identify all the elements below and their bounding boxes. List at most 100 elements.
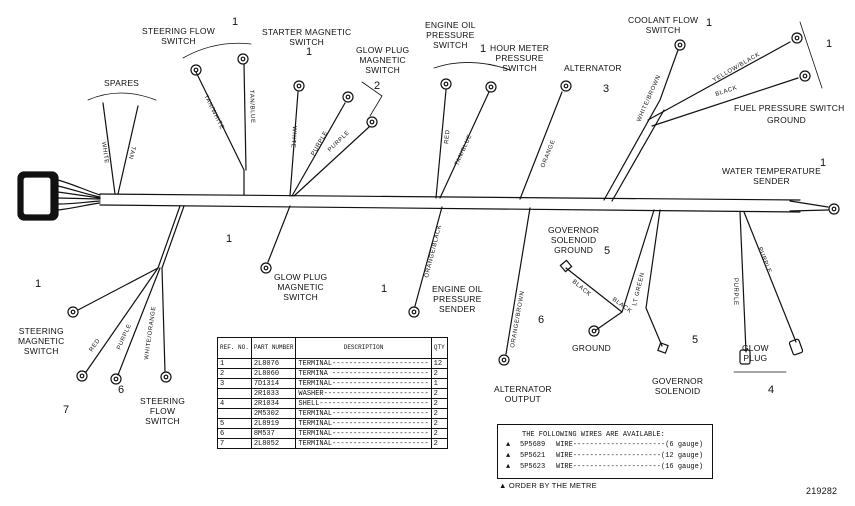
wire-label-purple-e: PURPLE: [116, 323, 133, 351]
cell-qty: 1: [430, 378, 449, 389]
main-trunk-top: [99, 193, 801, 201]
callout-alternator: 3: [603, 83, 610, 95]
callout-steering-flow-bottom-a: 6: [118, 384, 125, 396]
cell-part: 2R1033: [250, 388, 297, 399]
wire-lower-1: [77, 267, 159, 311]
wire-row-text: WIRE---------------------(12 gauge): [556, 452, 704, 460]
wire-label-orange: ORANGE: [540, 139, 557, 169]
wire-row-part: 5P5689: [520, 441, 546, 449]
cell-qty: 2: [430, 408, 449, 419]
cell-part: 2R1034: [250, 398, 297, 409]
cell-part: 2M5302: [250, 408, 297, 419]
label-alternator-top: ALTERNATOR: [564, 63, 622, 73]
wire-tan-blue-b: [439, 91, 490, 199]
wire-row-mark: ▲: [506, 452, 511, 460]
label-hour-meter-pressure-switch: HOUR METER PRESSURE SWITCH: [490, 43, 550, 73]
wire-row-text: WIRE---------------------(16 gauge): [556, 463, 704, 471]
label-spares: SPARES: [104, 78, 140, 88]
wire-label-red: RED: [444, 129, 451, 144]
drawing-number: 219282: [806, 486, 838, 496]
cell-desc: SHELL--------------------------: [295, 398, 432, 409]
spare-wire-white: [102, 102, 116, 195]
wire-row-mark: ▲: [506, 441, 511, 449]
cell-part: 7D1314: [250, 378, 297, 389]
cell-qty: 2: [430, 368, 449, 379]
wire-orange-brown: [505, 207, 531, 355]
callout-fuel: 1: [826, 38, 833, 50]
label-steering-magnetic-switch: STEERING MAGNETIC SWITCH: [18, 326, 65, 356]
callout-steering-flow-bottom-b: 7: [63, 404, 70, 416]
cell-desc: TERMINAL-----------------------: [295, 428, 432, 439]
cell-desc: TERMINAL-----------------------: [295, 418, 432, 429]
label-engine-oil-pressure-switch: ENGINE OIL PRESSURE SWITCH: [425, 20, 476, 50]
wire-label-purple-d: PURPLE: [756, 247, 772, 275]
callout-gov-ground: 5: [604, 245, 611, 257]
label-fuel-pressure-switch: FUEL PRESSURE SWITCH: [734, 103, 845, 113]
wire-orange: [519, 91, 563, 200]
wire-yellow-black: [647, 41, 791, 121]
callout-steering-flow: 1: [232, 16, 239, 28]
cell-desc: TERMINA -----------------------: [295, 368, 432, 379]
wire-label-lt-green: LT GREEN: [632, 272, 646, 307]
cell-qty: 2: [430, 428, 449, 439]
wire-lower-2: [85, 267, 159, 373]
wire-label-tan-blue-b: TAN/BLUE: [454, 134, 473, 167]
callout-glow-bottom: 1: [226, 233, 233, 245]
label-water-temperature-sender: WATER TEMPERATURE SENDER: [722, 166, 821, 186]
callout-ground-mid: 6: [538, 314, 545, 326]
wire-label-black-a: BLACK: [571, 279, 592, 298]
spare-wire-tan: [117, 105, 139, 195]
cell-part: 8M537: [250, 428, 297, 439]
callout-starter: 1: [306, 46, 313, 58]
wire-black-a: [595, 209, 655, 331]
label-starter-magnetic-switch: STARTER MAGNETIC SWITCH: [262, 27, 352, 47]
wire-label-white-brown: WHITE/BROWN: [636, 74, 662, 123]
cell-part: 2L8076: [250, 358, 297, 369]
parts-table-header: REF. NO. PART NUMBER DESCRIPTION QTY: [217, 337, 449, 359]
label-governor-solenoid-ground: GOVERNOR SOLENOID GROUND: [548, 225, 600, 255]
wire-lower-4: [161, 267, 166, 373]
wire-label-tan-spare: TAN: [127, 146, 136, 160]
cell-desc: WASHER-------------------------: [295, 388, 432, 399]
wires-available-title: THE FOLLOWING WIRES ARE AVAILABLE:: [522, 431, 665, 439]
cell-desc: TERMINAL-----------------------: [295, 358, 432, 369]
wire-label-tan-blue: TAN/BLUE: [248, 90, 255, 124]
wire-lower-3: [117, 267, 161, 376]
wire-purple-1: [291, 102, 346, 197]
callout-water-temp: 1: [820, 157, 827, 169]
wire-red: [435, 89, 447, 199]
connector-fanout: [57, 179, 101, 211]
col-ref: REF. NO.: [217, 337, 252, 359]
wire-purple-2: [293, 126, 370, 197]
wire-label-purple-c: PURPLE: [732, 278, 738, 306]
cell-qty: 12: [430, 358, 449, 369]
wire-purple-glow-2: [743, 211, 797, 343]
wire-row-text: WIRE----------------------(6 gauge): [556, 441, 704, 449]
cell-qty: 2: [430, 388, 449, 399]
wire-black-top: [651, 77, 799, 127]
label-coolant-flow-switch: COOLANT FLOW SWITCH: [628, 15, 699, 35]
col-desc: DESCRIPTION: [295, 337, 432, 359]
cell-desc: TERMINAL-----------------------: [295, 378, 432, 389]
cell-desc: TERMINAL-----------------------: [295, 438, 432, 449]
cell-qty: 2: [430, 418, 449, 429]
cell-ref: [217, 408, 252, 419]
cell-ref: 1: [217, 358, 252, 369]
cell-desc: TERMINAL-----------------------: [295, 408, 432, 419]
callout-coolant: 1: [706, 17, 713, 29]
label-governor-solenoid: GOVERNOR SOLENOID: [652, 376, 704, 396]
order-note: ▲ ORDER BY THE METRE: [499, 481, 597, 490]
cell-qty: 2: [430, 398, 449, 409]
col-qty: QTY: [430, 337, 449, 359]
label-glow-plug: GLOW PLUG: [742, 343, 769, 363]
wire-row-mark: ▲: [506, 463, 511, 471]
cell-qty: 2: [430, 438, 449, 449]
wire-label-yellow-black: YELLOW/BLACK: [712, 52, 761, 84]
